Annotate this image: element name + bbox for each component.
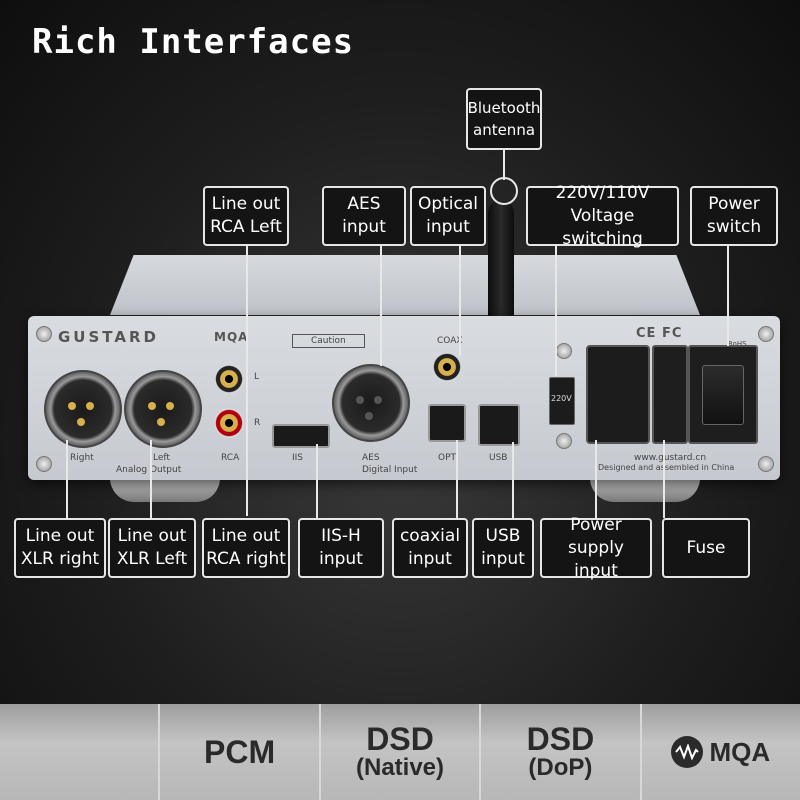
caution-label: Caution (292, 334, 365, 348)
coax-label: COAX (437, 336, 463, 346)
line-bluetooth (503, 150, 505, 180)
format-dsd-dop-sub: (DoP) (528, 754, 593, 781)
xlr-left-connector (124, 370, 202, 448)
coaxial-connector (432, 352, 462, 382)
label-right: Right (70, 453, 94, 463)
power-rocker-switch (702, 365, 744, 425)
callout-aes-input: AES input (322, 186, 406, 246)
screw-icon (36, 326, 52, 342)
fuse-holder (652, 345, 688, 444)
callout-power-switch: Power switch (690, 186, 778, 246)
line-xlr-right (66, 440, 68, 518)
format-blank (0, 704, 161, 800)
label-iis: IIS (292, 453, 304, 463)
mqa-wave-icon (671, 736, 704, 768)
callout-coaxial-input: coaxial input (392, 518, 468, 578)
callout-line-out-rca-right: Line out RCA right (202, 518, 290, 578)
device-foot-right (590, 478, 700, 502)
rca-l-label: L (254, 372, 260, 382)
format-pcm: PCM (160, 704, 321, 800)
rca-right-connector (214, 408, 244, 438)
label-designed: Designed and assembled in China (598, 463, 735, 472)
screw-icon (556, 343, 572, 359)
screw-icon (556, 433, 572, 449)
format-dsd-dop: DSD (DoP) (481, 704, 642, 800)
label-analog-output: Analog Output (116, 465, 182, 475)
certification-marks: CE FC (636, 326, 683, 341)
line-usb (512, 442, 514, 518)
format-pcm-label: PCM (204, 734, 276, 770)
screw-icon (758, 456, 774, 472)
callout-bluetooth-antenna: Bluetooth antenna (466, 88, 542, 150)
power-inlet (586, 345, 650, 444)
rca-left-connector (214, 364, 244, 394)
callout-optical-input: Optical input (410, 186, 486, 246)
line-xlr-left (150, 440, 152, 518)
device-top-panel (110, 255, 700, 315)
callout-line-out-rca-left: Line out RCA Left (203, 186, 289, 246)
aes-connector (332, 364, 410, 442)
format-mqa: MQA (642, 704, 800, 800)
label-usb: USB (489, 453, 508, 463)
rca-r-label: R (254, 418, 261, 428)
screw-icon (758, 326, 774, 342)
optical-port (428, 404, 466, 442)
device-foot-left (110, 478, 220, 502)
line-fuse (663, 440, 665, 518)
rohs-label: RoHS (728, 340, 747, 348)
callout-power-supply-input: Power supply input (540, 515, 652, 581)
xlr-right-connector (44, 370, 122, 448)
line-voltage (555, 246, 557, 376)
callout-fuse: Fuse (662, 518, 750, 578)
callout-line-out-xlr-left: Line out XLR Left (108, 518, 196, 578)
page-title: Rich Interfaces (32, 22, 355, 62)
line-iis (316, 444, 318, 518)
iis-hdmi-port (272, 424, 330, 448)
voltage-selector (549, 377, 575, 425)
line-power-supply (595, 440, 597, 518)
callout-usb-input: USB input (472, 518, 534, 578)
screw-icon (36, 456, 52, 472)
format-dsd-dop-main: DSD (526, 721, 595, 757)
label-digital-input: Digital Input (362, 465, 418, 475)
brand-logo: GUSTARD (58, 328, 159, 346)
line-optical (459, 246, 461, 356)
voltage-label: 220V (551, 394, 572, 403)
mqa-logo-label: MQA (214, 330, 249, 344)
format-dsd-native-sub: (Native) (356, 754, 445, 781)
line-rca-left (246, 246, 248, 516)
callout-voltage-switching: 220V/110V Voltage switching (526, 183, 679, 249)
format-mqa-label: MQA (709, 737, 771, 767)
label-left: Left (153, 453, 170, 463)
antenna-marker-circle (490, 177, 518, 205)
label-website: www.gustard.cn (634, 453, 707, 463)
format-bar: PCM DSD (Native) DSD (DoP) MQA (0, 704, 800, 800)
callout-iis-h-input: IIS-H input (298, 518, 384, 578)
format-dsd-native-main: DSD (366, 721, 434, 757)
label-opt: OPT (438, 453, 457, 463)
line-aes (380, 246, 382, 366)
line-power-switch (727, 246, 729, 346)
line-coaxial (456, 440, 458, 518)
callout-line-out-xlr-right: Line out XLR right (14, 518, 106, 578)
label-aes: AES (362, 453, 380, 463)
usb-port (478, 404, 520, 446)
format-dsd-native: DSD (Native) (321, 704, 482, 800)
label-rca: RCA (221, 453, 240, 463)
